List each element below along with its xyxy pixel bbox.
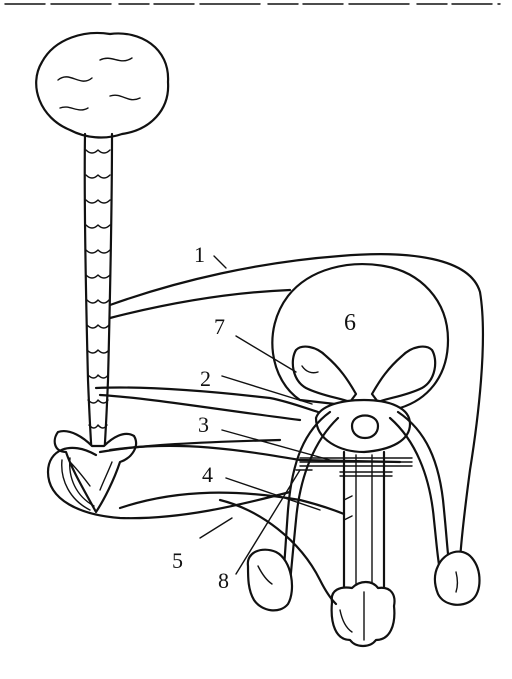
nerves-4-5 bbox=[120, 493, 344, 604]
testis-right bbox=[435, 552, 480, 605]
label-2: 2 bbox=[200, 366, 211, 391]
label-4: 4 bbox=[202, 462, 213, 487]
testis-left bbox=[248, 550, 292, 611]
brain bbox=[36, 33, 168, 137]
sacrum bbox=[55, 431, 136, 512]
label-7: 7 bbox=[214, 314, 225, 339]
label-6: 6 bbox=[344, 310, 356, 336]
label-1: 1 bbox=[194, 242, 205, 267]
penis bbox=[332, 452, 395, 646]
bladder bbox=[272, 264, 448, 416]
nerve-plexus bbox=[110, 446, 412, 520]
leader-5 bbox=[200, 518, 232, 538]
label-5: 5 bbox=[172, 548, 183, 573]
label-3: 3 bbox=[198, 412, 209, 437]
leader-1 bbox=[214, 256, 226, 268]
label-8: 8 bbox=[218, 568, 229, 593]
